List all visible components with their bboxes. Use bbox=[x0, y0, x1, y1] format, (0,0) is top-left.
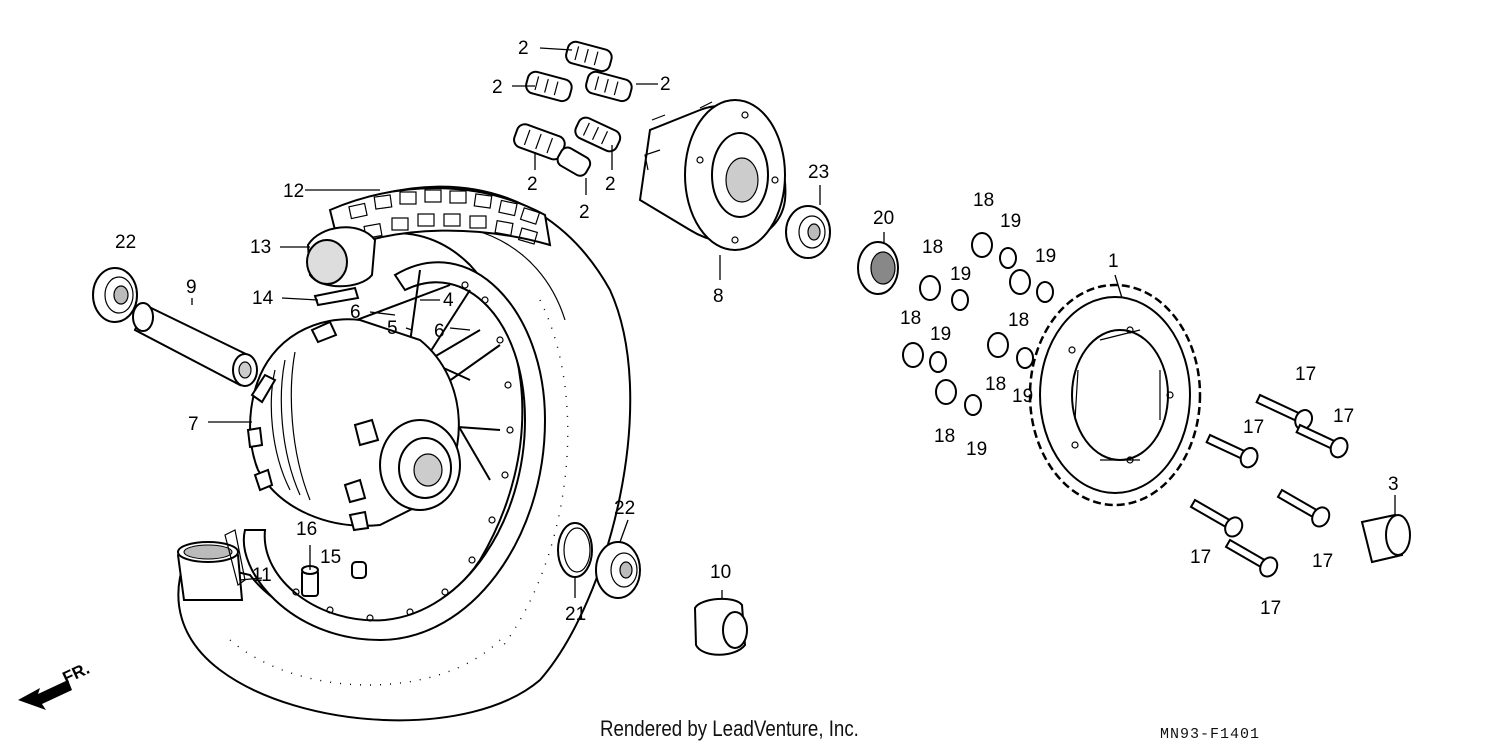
callout-17: 17 bbox=[1312, 551, 1333, 572]
callout-2: 2 bbox=[492, 77, 503, 98]
callout-19: 19 bbox=[1035, 246, 1056, 267]
callout-3: 3 bbox=[1388, 474, 1399, 495]
callout-18: 18 bbox=[985, 374, 1006, 395]
callout-7: 7 bbox=[188, 414, 199, 435]
nuts-18[interactable] bbox=[902, 232, 1031, 405]
callout-16: 16 bbox=[296, 519, 317, 540]
callout-17: 17 bbox=[1333, 406, 1354, 427]
diagram-code: MN93-F1401 bbox=[1160, 726, 1261, 743]
callout-2: 2 bbox=[660, 74, 671, 95]
valve-stem-16[interactable] bbox=[301, 565, 319, 597]
callout-19: 19 bbox=[1000, 211, 1021, 232]
bolts-17[interactable] bbox=[1188, 390, 1351, 580]
callout-labels: 2 2 2 2 2 2 12 23 22 13 20 18 19 18 19 1… bbox=[115, 38, 1399, 625]
bearing-23[interactable] bbox=[785, 205, 831, 259]
callout-11: 11 bbox=[252, 565, 272, 586]
o-ring-21[interactable] bbox=[557, 522, 593, 578]
damper-rubber-2[interactable] bbox=[512, 40, 634, 178]
callout-5: 5 bbox=[387, 318, 398, 339]
side-collar-10[interactable] bbox=[693, 597, 748, 656]
inner-tube-13[interactable] bbox=[306, 226, 377, 288]
callout-4: 4 bbox=[443, 290, 454, 311]
washers-19[interactable] bbox=[929, 247, 1054, 416]
axle-collar-9[interactable] bbox=[132, 302, 258, 387]
callout-17: 17 bbox=[1190, 547, 1211, 568]
callout-19: 19 bbox=[966, 439, 987, 460]
collar-3[interactable] bbox=[1360, 513, 1411, 564]
callout-21: 21 bbox=[565, 604, 586, 625]
callout-2: 2 bbox=[605, 174, 616, 195]
callout-2: 2 bbox=[579, 202, 590, 223]
callout-23: 23 bbox=[808, 162, 829, 183]
bearing-22-left[interactable] bbox=[92, 267, 138, 323]
callout-19: 19 bbox=[1012, 386, 1033, 407]
rear-wheel-hub-7[interactable] bbox=[246, 318, 461, 532]
bearing-22-right[interactable] bbox=[595, 541, 641, 599]
oil-seal-20[interactable] bbox=[857, 241, 899, 295]
valve-cap-15[interactable] bbox=[351, 561, 367, 579]
final-driven-flange-8[interactable] bbox=[638, 99, 787, 251]
callout-2: 2 bbox=[527, 174, 538, 195]
rim-tape-11[interactable] bbox=[176, 529, 246, 601]
callout-22: 22 bbox=[614, 498, 635, 519]
credit-text: Rendered by LeadVenture, Inc. bbox=[600, 716, 859, 741]
callout-18: 18 bbox=[922, 237, 943, 258]
callout-18: 18 bbox=[973, 190, 994, 211]
callout-1: 1 bbox=[1108, 251, 1119, 272]
leader-lines bbox=[191, 47, 1396, 598]
callout-20: 20 bbox=[873, 208, 894, 229]
callout-6: 6 bbox=[350, 302, 361, 323]
callout-8: 8 bbox=[713, 286, 724, 307]
callout-18: 18 bbox=[934, 426, 955, 447]
callout-14: 14 bbox=[252, 288, 274, 309]
callout-18: 18 bbox=[900, 308, 921, 329]
callout-19: 19 bbox=[930, 324, 951, 345]
callout-17: 17 bbox=[1295, 364, 1316, 385]
tire-tread-pattern bbox=[328, 187, 552, 252]
callout-13: 13 bbox=[250, 237, 271, 258]
driven-sprocket-1[interactable] bbox=[1028, 283, 1202, 507]
callout-22: 22 bbox=[115, 232, 136, 253]
callout-2: 2 bbox=[518, 38, 529, 59]
callout-17: 17 bbox=[1243, 417, 1264, 438]
rim-band-14[interactable] bbox=[313, 286, 360, 307]
callout-19: 19 bbox=[950, 264, 971, 285]
callout-12: 12 bbox=[283, 181, 304, 202]
wheel-rim bbox=[242, 261, 547, 642]
callout-9: 9 bbox=[186, 277, 197, 298]
callout-6: 6 bbox=[434, 321, 445, 342]
callout-15: 15 bbox=[320, 547, 341, 568]
callout-18: 18 bbox=[1008, 310, 1029, 331]
front-direction-arrow-icon bbox=[18, 680, 72, 710]
callout-10: 10 bbox=[710, 562, 731, 583]
callout-17: 17 bbox=[1260, 598, 1281, 619]
